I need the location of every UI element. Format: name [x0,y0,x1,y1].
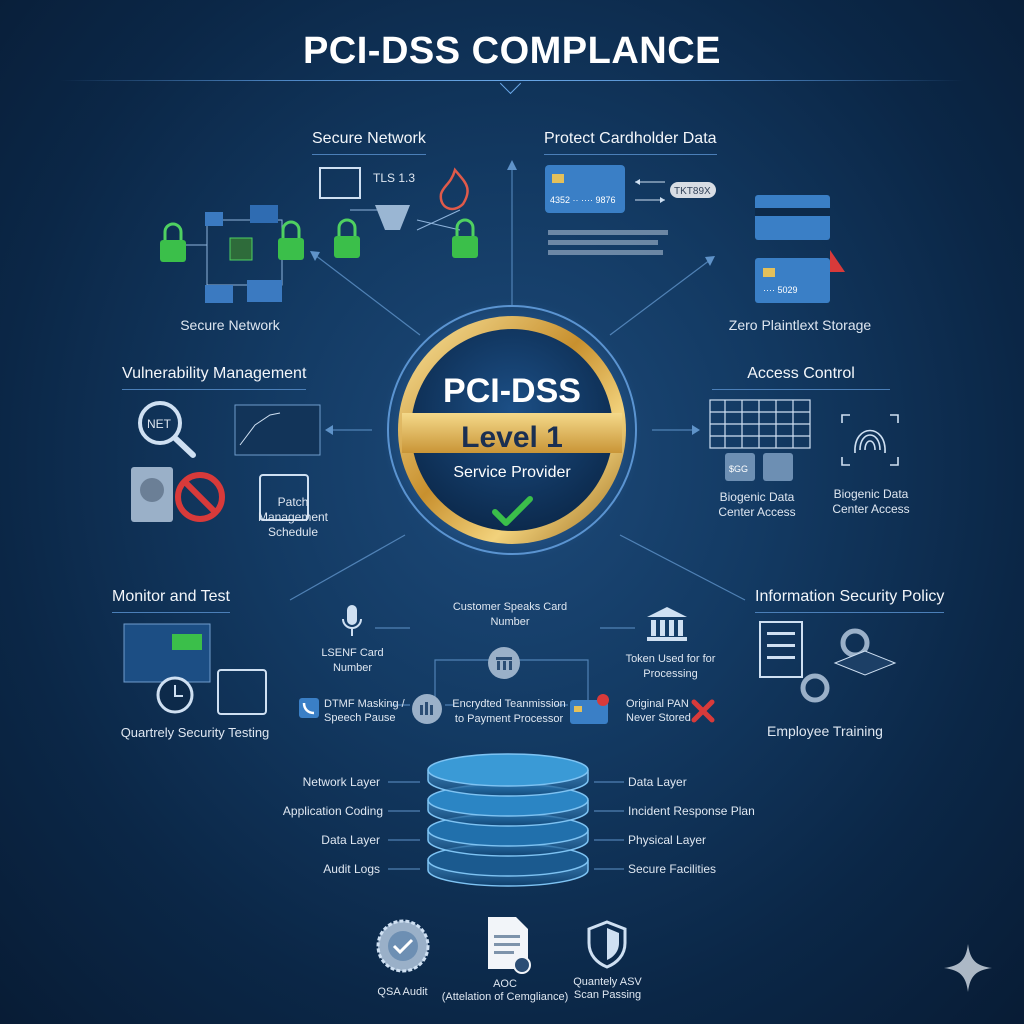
employee-training-caption: Employee Training [767,723,883,739]
sparkle-icon [944,944,992,992]
token-value: TKT89X [674,186,711,197]
asv-label: Quantely ASV Scan Passing [560,976,655,1002]
message-icon [250,205,278,223]
qsa-audit-label: QSA Audit [377,986,428,998]
secure-network-caption: Secure Network [180,317,280,333]
check-icon [492,496,533,526]
microphone-icon [342,605,362,636]
encrypted-transmission-label: Encrydted Teanmission to Payment Process… [452,698,566,725]
phone-icon [299,698,319,718]
layer-left-4: Audit Logs [323,862,380,876]
server-icon [205,212,223,226]
access-control-header: Access Control [712,365,890,390]
network-diagram: TLS 1.3 [160,167,478,303]
fire-icon [439,167,469,211]
policy-diagram [759,621,897,703]
layer-left-3: Data Layer [321,833,380,847]
aoc-subtitle: (Attelation of Cemgliance) [441,991,569,1003]
biogenic-caption-1: Biogenic Data Center Access [718,490,796,519]
dashboard-icon [123,623,211,683]
scanner-text: NET [147,417,172,431]
card-number-2: ···· 5029 [763,285,798,295]
bank-icon [647,607,687,641]
layer-stack [427,753,589,887]
credit-card-icon [755,258,830,303]
lock-icon [452,218,478,258]
asv-subtitle: Scan Passing [573,989,642,1001]
patch-management-label: Patch Management Schedule [257,495,329,539]
magnifier-icon: NET [138,401,196,458]
access-grid [709,399,811,449]
policy-header: Information Security Policy [755,588,945,613]
x-icon [691,699,715,723]
access-diagram: $GG [709,399,899,481]
shield-icon [587,920,627,969]
badge-title: PCI-DSS [443,372,581,410]
tls-label: TLS 1.3 [373,171,415,185]
monitor-test-header: Monitor and Test [112,588,230,613]
protect-data-header: Protect Cardholder Data [544,130,717,155]
monitor-diagram [123,623,267,715]
report-icon [234,404,321,456]
token-badge [670,182,716,198]
vulnerability-header: Vulnerability Management [122,365,307,390]
checklist-icon [759,621,803,678]
layer-left-1: Network Layer [302,775,380,789]
badge-level: Level 1 [461,421,563,454]
lock-icon [763,453,793,481]
firewall-icon [319,167,361,199]
title-divider [60,80,964,81]
lock-icon [160,222,186,262]
clock-icon [156,676,194,714]
aoc-label: AOC (Attelation of Cemgliance) [440,978,570,1004]
asv-title: Quantely ASV [573,976,642,988]
page-title: PCI-DSS COMPLANCE [302,30,722,72]
badge-subtitle: Service Provider [453,464,571,481]
credit-card-icon [755,195,830,240]
customer-speaks-label: Customer Speaks Card Number [452,601,568,628]
original-pan-label: Original PAN Never Stored [626,698,691,724]
document-icon [488,917,531,974]
dtmf-masking-label: DTMF Masking / Speech Pause [324,698,405,724]
quarterly-testing-caption: Quartrely Security Testing [120,725,270,740]
layer-right-4: Secure Facilities [628,862,717,876]
chip-icon [229,237,253,261]
layer-right-2: Incident Response Plan [628,804,755,818]
calendar-icon [217,669,267,715]
token-processing-label: Token Used for for Processing [625,653,716,680]
card-alert-icon [570,694,609,724]
lsenf-label: LSENF Card Number [321,647,384,674]
seal-icon [376,919,430,973]
no-entry-icon [175,472,225,522]
bank-circle-icon [488,647,520,679]
zero-plaintext-caption: Zero Plaintlext Storage [728,317,872,333]
fingerprint-icon [841,414,899,466]
secure-network-header: Secure Network [312,130,426,155]
biogenic-caption-2: Biogenic Data Center Access [832,487,910,516]
card-diagram: 4352 ·· ···· 9876 TKT89X ···· 5029 [545,165,845,303]
layer-right-1: Data Layer [628,775,687,789]
layer-right-3: Physical Layer [628,833,707,847]
graduation-cap-icon [833,650,897,676]
vuln-diagram: NET [131,401,321,522]
calendar-icon [259,474,309,521]
lock-icon [334,218,360,258]
lock-icon [278,220,304,260]
pci-badge [382,300,642,560]
credit-card-icon [545,165,625,213]
router-icon [375,205,410,230]
svg-text:$GG: $GG [729,464,748,474]
card-number: 4352 ·· ···· 9876 [550,195,616,205]
encryption-icon [412,694,442,724]
aoc-title: AOC [493,978,517,990]
document-icon [205,285,233,303]
keypad-icon [725,453,755,481]
gear-icon [800,673,830,703]
layer-left-2: Application Coding [282,804,383,818]
